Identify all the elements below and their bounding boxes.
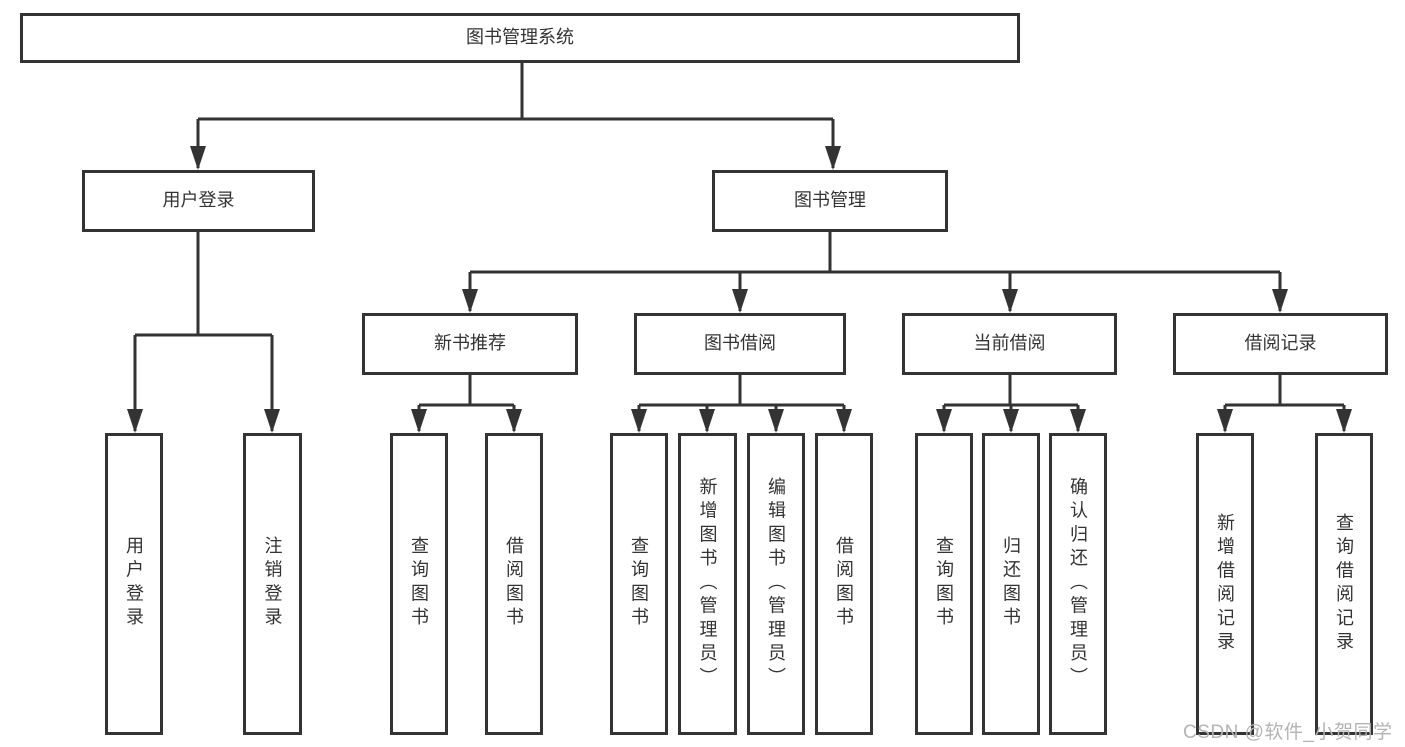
leaf-user-login: 用户登录 — [105, 433, 163, 735]
node-new-book-recommendation: 新书推荐 — [362, 313, 578, 375]
leaf-edit-books-admin: 编辑图书（管理员） — [747, 433, 805, 735]
leaf-confirm-return-admin: 确认归还（管理员） — [1049, 433, 1107, 735]
node-library-system: 图书管理系统 — [20, 13, 1020, 63]
leaf-return-books: 归还图书 — [982, 433, 1040, 735]
node-current-borrowing: 当前借阅 — [902, 313, 1117, 375]
csdn-watermark: CSDN @软件_小贺同学 — [1183, 722, 1393, 743]
leaf-query-books-current: 查询图书 — [915, 433, 973, 735]
leaf-add-books-admin: 新增图书（管理员） — [678, 433, 737, 735]
node-borrowing-records: 借阅记录 — [1173, 313, 1388, 375]
leaf-query-books-newbook: 查询图书 — [390, 433, 448, 735]
leaf-logout: 注销登录 — [243, 433, 302, 735]
leaf-query-borrowing-record: 查询借阅记录 — [1315, 433, 1373, 735]
leaf-borrow-books-newbook: 借阅图书 — [485, 433, 543, 735]
node-book-management: 图书管理 — [712, 170, 948, 232]
node-user-login: 用户登录 — [82, 170, 315, 232]
leaf-add-borrowing-record: 新增借阅记录 — [1196, 433, 1254, 735]
node-book-borrowing: 图书借阅 — [634, 313, 846, 375]
leaf-query-books-borrowing: 查询图书 — [610, 433, 668, 735]
leaf-borrow-books-borrowing: 借阅图书 — [815, 433, 873, 735]
